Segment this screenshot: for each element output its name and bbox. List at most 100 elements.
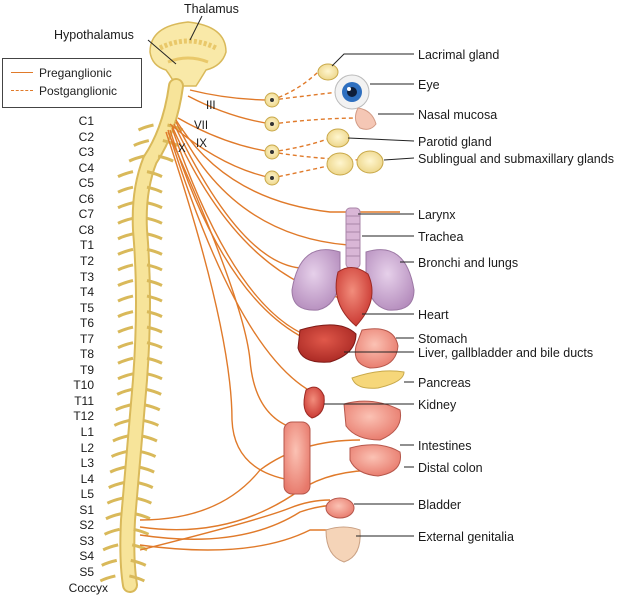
segment-label-t9: T9 bbox=[79, 362, 94, 377]
label-trachea: Trachea bbox=[418, 230, 464, 244]
segment-label-c5: C5 bbox=[78, 176, 94, 191]
nerve-root-s3 bbox=[102, 543, 148, 552]
segment-label-c4: C4 bbox=[78, 160, 94, 175]
kidney-shape bbox=[303, 386, 325, 419]
label-sublingual-glands: Sublingual and submaxillary glands bbox=[418, 152, 614, 166]
segment-label-l1: L1 bbox=[80, 425, 94, 439]
nerve-root-l2 bbox=[110, 450, 157, 458]
spinal-nerve-roots bbox=[99, 123, 184, 583]
label-external-genitalia: External genitalia bbox=[418, 530, 514, 544]
nerve-root-t12 bbox=[113, 418, 160, 427]
nerve-root-l3 bbox=[109, 465, 155, 474]
label-intestines: Intestines bbox=[418, 439, 472, 453]
label-heart: Heart bbox=[418, 308, 449, 322]
legend-solid-line bbox=[11, 72, 33, 73]
segment-label-t1: T1 bbox=[79, 238, 94, 253]
segment-label-t2: T2 bbox=[79, 253, 94, 268]
leader-lines bbox=[147, 15, 415, 537]
segment-label-t3: T3 bbox=[79, 269, 94, 284]
nerve-root-c6 bbox=[117, 201, 163, 210]
label-pancreas: Pancreas bbox=[418, 376, 471, 390]
label-thalamus: Thalamus bbox=[184, 2, 239, 16]
segment-label-c6: C6 bbox=[78, 191, 94, 206]
segment-label-t7: T7 bbox=[79, 331, 94, 346]
nerve-root-s4 bbox=[101, 558, 147, 567]
nerve-root-l5 bbox=[106, 496, 153, 505]
segment-label-coccyx: Coccyx bbox=[68, 580, 108, 595]
label-nerve-iii: III bbox=[206, 100, 216, 112]
nerve-root-s2 bbox=[103, 527, 150, 536]
segment-label-c8: C8 bbox=[78, 222, 94, 237]
stomach-shape bbox=[354, 328, 399, 369]
lacrimal-gland-shape bbox=[317, 63, 339, 81]
sublingual-glands-shape bbox=[326, 150, 384, 176]
genitalia-shape bbox=[325, 526, 361, 563]
nerve-root-t2 bbox=[117, 263, 163, 272]
segment-label-t8: T8 bbox=[79, 347, 94, 362]
nerve-root-c5 bbox=[117, 185, 163, 194]
nasal-mucosa-shape bbox=[354, 107, 377, 130]
segment-label-s1: S1 bbox=[79, 502, 94, 517]
legend-preganglionic: Preganglionic bbox=[11, 65, 139, 81]
nerve-root-s1 bbox=[105, 512, 151, 521]
label-nerve-ix: IX bbox=[196, 138, 207, 150]
segment-label-s4: S4 bbox=[79, 549, 94, 564]
nerve-root-c8 bbox=[117, 232, 163, 241]
label-larynx: Larynx bbox=[418, 208, 456, 222]
label-nerve-x: X bbox=[178, 143, 186, 155]
segment-label-l2: L2 bbox=[80, 440, 94, 455]
segment-label-l5: L5 bbox=[80, 487, 94, 502]
legend: Preganglionic Postganglionic bbox=[2, 58, 142, 108]
nerve-root-l1 bbox=[112, 434, 158, 443]
heart-shape bbox=[335, 267, 373, 327]
nerve-root-t10 bbox=[116, 387, 162, 396]
nerve-root-c3 bbox=[128, 154, 174, 163]
segment-label-t10: T10 bbox=[73, 378, 94, 393]
nerve-root-s5 bbox=[99, 574, 146, 583]
nerve-root-t5 bbox=[117, 310, 163, 318]
nerve-root-t1 bbox=[117, 247, 163, 256]
bladder-shape bbox=[325, 497, 355, 519]
label-nasal-mucosa: Nasal mucosa bbox=[418, 108, 498, 122]
segment-label-t11: T11 bbox=[74, 393, 94, 408]
nerve-root-t3 bbox=[117, 279, 163, 287]
label-lacrimal-gland: Lacrimal gland bbox=[418, 48, 500, 62]
label-liver: Liver, gallbladder and bile ducts bbox=[418, 346, 594, 360]
intestines-shape bbox=[283, 400, 402, 495]
label-hypothalamus: Hypothalamus bbox=[54, 28, 134, 42]
nerve-root-t9 bbox=[117, 372, 163, 381]
postganglionic-fibers bbox=[271, 69, 371, 179]
legend-postganglionic: Postganglionic bbox=[11, 83, 139, 99]
segment-label-t6: T6 bbox=[79, 316, 94, 331]
segment-label-s2: S2 bbox=[79, 518, 94, 533]
ganglia bbox=[264, 92, 280, 186]
parotid-gland-shape bbox=[326, 128, 350, 148]
label-distal-colon: Distal colon bbox=[418, 461, 483, 475]
segment-label-t12: T12 bbox=[73, 409, 94, 424]
nerve-root-c4 bbox=[117, 170, 163, 178]
segment-label-s3: S3 bbox=[79, 533, 94, 548]
legend-dashed-line bbox=[11, 90, 33, 91]
label-bladder: Bladder bbox=[418, 498, 462, 512]
segment-label-l4: L4 bbox=[80, 471, 94, 486]
label-nerve-vii: VII bbox=[194, 120, 209, 132]
legend-postganglionic-label: Postganglionic bbox=[39, 84, 118, 98]
segment-label-t4: T4 bbox=[79, 285, 94, 300]
trachea-shape bbox=[345, 207, 361, 269]
nerve-root-t4 bbox=[117, 294, 163, 303]
label-kidney: Kidney bbox=[418, 398, 457, 412]
nerve-root-c7 bbox=[117, 216, 163, 225]
label-stomach: Stomach bbox=[418, 332, 468, 346]
segment-label-t5: T5 bbox=[79, 300, 94, 315]
liver-shape bbox=[297, 324, 357, 363]
label-eye: Eye bbox=[418, 78, 440, 92]
segment-label-c3: C3 bbox=[78, 145, 94, 160]
segment-label-l3: L3 bbox=[80, 456, 94, 471]
brain-thalamus-shape bbox=[149, 21, 227, 87]
nerve-root-t8 bbox=[117, 356, 163, 365]
label-parotid-gland: Parotid gland bbox=[418, 135, 492, 149]
eye-shape bbox=[334, 74, 370, 110]
lungs-shape bbox=[291, 249, 415, 311]
